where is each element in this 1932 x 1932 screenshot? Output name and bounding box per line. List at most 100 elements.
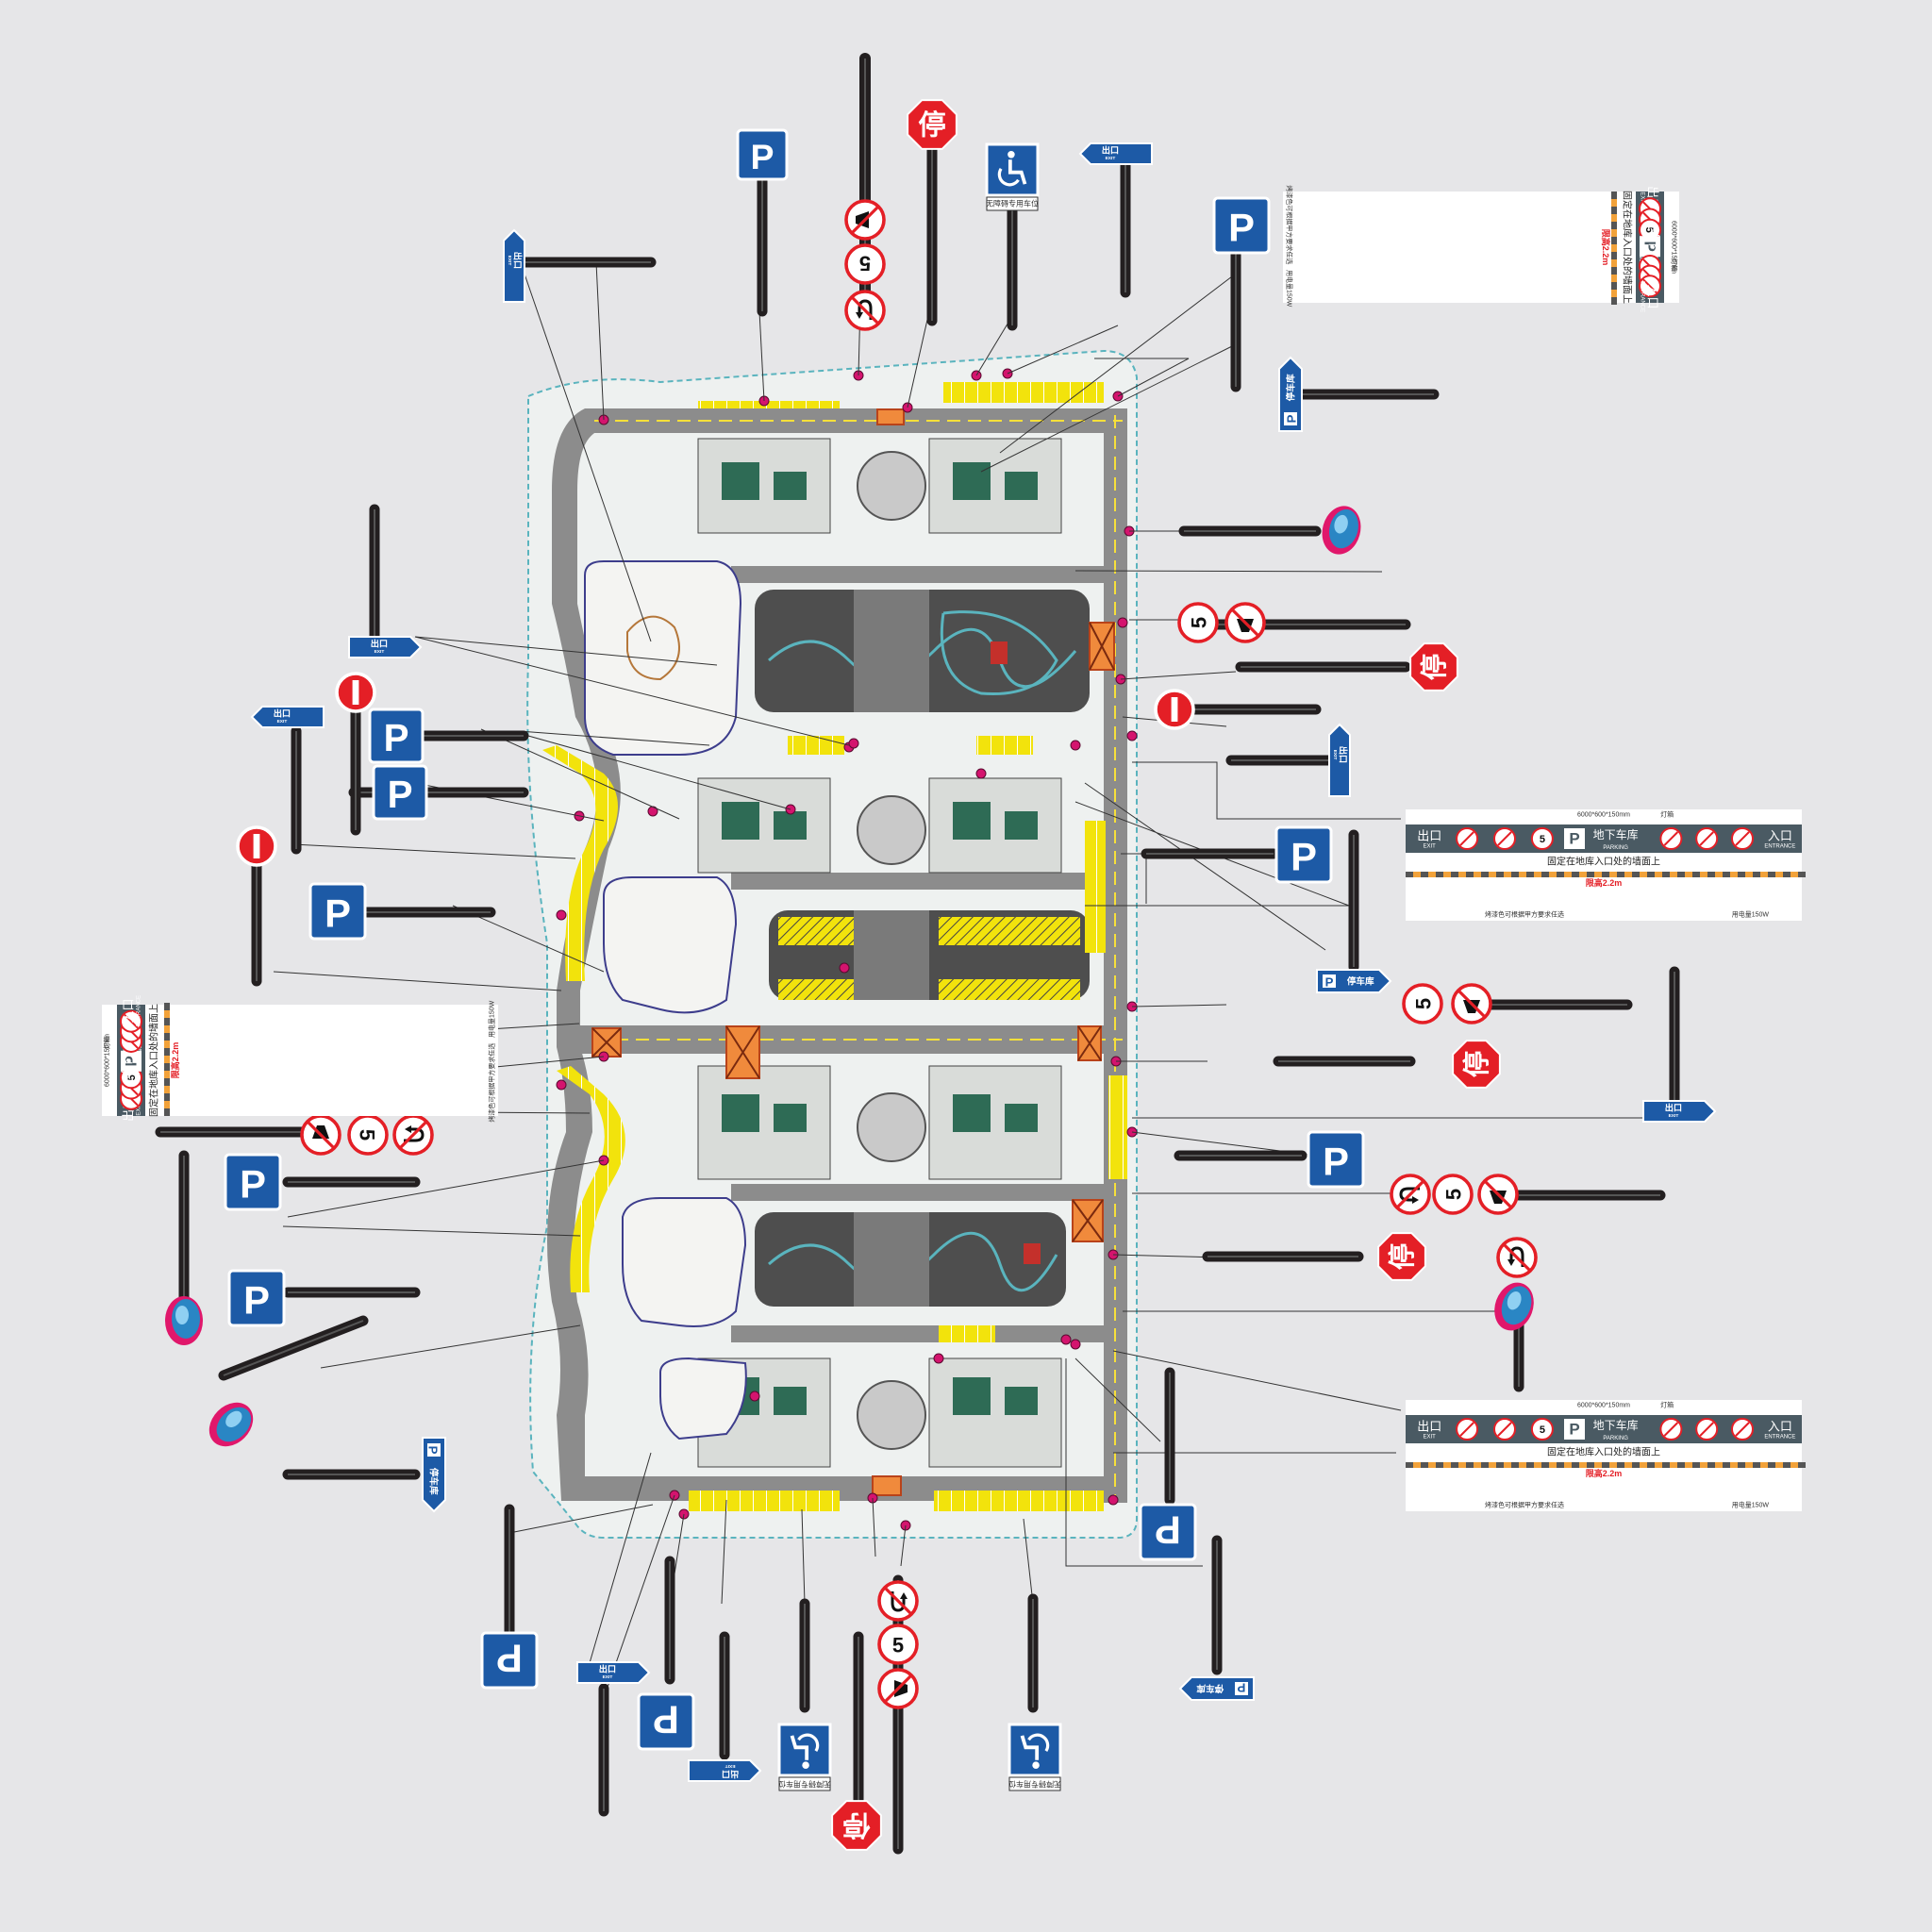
wheel <box>1027 1733 1050 1752</box>
strip-dash <box>164 1078 170 1086</box>
arrow-head <box>1412 1196 1419 1204</box>
accessible-icon: 无障碍专用车位 <box>1008 1723 1062 1791</box>
strip-dash <box>1611 252 1617 259</box>
strip-dash <box>164 1018 170 1025</box>
parking-sign-icon: P <box>372 764 428 821</box>
stop-sign-icon: 停 <box>907 99 958 150</box>
board-entrance-en: ENTRANCE <box>1640 281 1645 312</box>
no-horn-icon <box>300 1114 341 1156</box>
figure-head <box>1032 1761 1040 1769</box>
stop-char: 停 <box>1419 654 1450 680</box>
board-mount-note: 固定在地库入口处的墙面上 <box>1547 1446 1660 1458</box>
sign-ring <box>1402 983 1443 1024</box>
strip-dash <box>1557 872 1564 877</box>
prohibit-slash <box>1457 989 1487 1019</box>
strip-dash <box>1707 1462 1715 1468</box>
speed-number: 5 <box>1412 998 1436 1009</box>
parking-sign-icon: P <box>224 1153 282 1211</box>
prohibit-slash <box>1502 1242 1532 1273</box>
board-entrance-cn: 入口 <box>1768 829 1792 843</box>
garage-p-box <box>427 1443 441 1457</box>
strip-dash <box>1557 1462 1564 1468</box>
parking-letter: P <box>1323 1140 1349 1184</box>
board-right-note: 用电量150W <box>1286 270 1294 308</box>
parking-sign-plate <box>227 1269 286 1327</box>
strip-dash <box>1753 872 1760 877</box>
speed-number: 5 <box>892 1634 904 1657</box>
stop-octagon <box>1377 1232 1426 1281</box>
stop-octagon <box>1452 1040 1501 1089</box>
stop-octagon <box>831 1800 882 1851</box>
strip-dash <box>1617 1462 1624 1468</box>
parking-sign-plate <box>1307 1130 1365 1189</box>
garage-label: 停车库 <box>1347 976 1374 988</box>
board-slash <box>1663 1422 1679 1437</box>
parking-sign-plate <box>736 128 789 181</box>
center-lanes <box>854 590 929 1307</box>
road-center-lines <box>594 415 1123 1495</box>
strip-dash <box>1632 872 1640 877</box>
board-p-box <box>121 1050 142 1072</box>
parking-sign-icon: P <box>480 1631 539 1690</box>
speed-limit-icon: 5 <box>877 1624 919 1665</box>
no-horn-icon <box>1451 983 1492 1024</box>
exit-en: EXIT <box>725 1763 736 1769</box>
mirror-highlight <box>225 1410 242 1427</box>
strip-dash <box>1466 872 1474 877</box>
board-speed: 5 <box>1643 227 1655 233</box>
garage-p: P <box>1285 414 1299 423</box>
stop-sign-icon: 停 <box>1409 642 1458 691</box>
exit-cn: 出口 <box>1102 144 1119 155</box>
speed-limit-icon: 5 <box>1402 983 1443 1024</box>
parking-letter: P <box>1155 1508 1181 1553</box>
exit-en: EXIT <box>277 719 288 724</box>
prohibit-slash <box>1230 608 1260 638</box>
board-slash <box>1459 831 1474 846</box>
exit-en: EXIT <box>1332 750 1338 760</box>
strip-dash <box>1692 872 1700 877</box>
stop-char: 停 <box>918 110 945 142</box>
strip-dash <box>1707 872 1715 877</box>
accessible-caption: 无障碍专用车位 <box>778 1780 831 1790</box>
no-entry-bar <box>1171 697 1178 722</box>
prohibit-slash <box>850 205 880 235</box>
parking-sign-icon: P <box>227 1269 286 1327</box>
board-speed: 5 <box>126 1074 138 1080</box>
exit-cn: 出口 <box>599 1663 616 1674</box>
strip-dash <box>1798 872 1806 877</box>
board-backing <box>102 1005 498 1116</box>
speed-limit-icon <box>1530 1418 1554 1441</box>
board-p-box <box>1564 1419 1585 1440</box>
stop-sign-icon: 停 <box>1452 1040 1501 1089</box>
strip-dash <box>1587 872 1594 877</box>
board-slash <box>1642 278 1657 294</box>
strip-dash <box>1611 192 1617 199</box>
parking-sign-icon: P <box>736 128 789 181</box>
strip-dash <box>1738 872 1745 877</box>
no-u-turn-icon <box>1390 1174 1431 1215</box>
board-entrance-en: ENTRANCE <box>1764 1434 1795 1440</box>
board-mount-note: 固定在地库入口处的墙面上 <box>1622 191 1634 304</box>
exit-plate <box>1642 1100 1717 1123</box>
strip-dash <box>1526 1462 1534 1468</box>
strip-dash <box>1481 1462 1489 1468</box>
board-p: P <box>1641 242 1659 252</box>
parking-sign-plate <box>1274 825 1333 884</box>
board-right-note: 用电量150W <box>488 1000 496 1038</box>
strip-dash <box>1692 1462 1700 1468</box>
board-slash <box>124 1013 139 1029</box>
strip-dash <box>1602 1462 1609 1468</box>
strip-dash <box>1541 872 1549 877</box>
board-clearance: 限高2.2m <box>1601 229 1611 266</box>
board-slash <box>1699 831 1714 846</box>
exit-plate <box>1328 723 1351 797</box>
strip-dash <box>1611 222 1617 229</box>
residential-blocks <box>697 438 1062 1468</box>
parking-sign-icon: P <box>637 1692 695 1751</box>
strip-dash <box>1647 872 1655 877</box>
